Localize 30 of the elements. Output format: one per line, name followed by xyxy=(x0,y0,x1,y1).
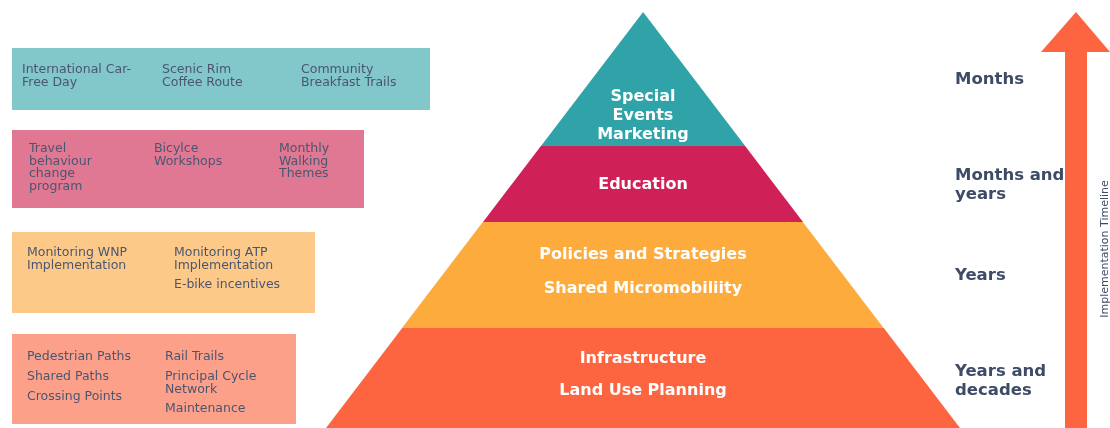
activity-text: Monthly Walking Themes xyxy=(279,142,331,180)
activity-text: Shared Paths xyxy=(27,370,110,383)
activity-panel xyxy=(12,232,315,313)
tier-label: Policies and Strategies xyxy=(538,243,748,263)
activity-text: International Car-Free Day xyxy=(22,63,132,88)
activity-text: Travel behaviour change program xyxy=(29,142,93,192)
timeframe-label: Years and decades xyxy=(955,362,1048,400)
activity-text: Crossing Points xyxy=(27,390,124,403)
activity-text: Maintenance xyxy=(165,402,247,415)
activity-text: Scenic Rim Coffee Route xyxy=(162,63,244,88)
activity-text: Monitoring ATP Implementation xyxy=(174,246,275,271)
axis-title: Implementation Timeline xyxy=(1099,179,1110,319)
activity-panel xyxy=(12,130,364,208)
activity-text: Monitoring WNP Implementation xyxy=(27,246,129,271)
activity-text: Bicylce Workshops xyxy=(154,142,224,167)
tier-label: Land Use Planning xyxy=(558,380,728,400)
tier-label: Infrastructure xyxy=(578,348,708,368)
activity-text: E-bike incentives xyxy=(174,278,282,291)
activity-panel xyxy=(12,334,296,424)
tier-label: Special Events Marketing xyxy=(596,86,690,144)
timeframe-label: Months and years xyxy=(955,166,1065,204)
tier-label: Shared Micromobiliity xyxy=(542,277,744,297)
activity-panel xyxy=(12,48,430,110)
activity-text: Principal Cycle Network xyxy=(165,370,258,395)
tier-label: Education xyxy=(597,174,689,194)
timeframe-label: Years xyxy=(955,266,1006,285)
activity-text: Community Breakfast Trails xyxy=(301,63,398,88)
activity-text: Rail Trails xyxy=(165,350,226,363)
activity-text: Pedestrian Paths xyxy=(27,350,132,363)
timeframe-label: Months xyxy=(955,70,1024,89)
